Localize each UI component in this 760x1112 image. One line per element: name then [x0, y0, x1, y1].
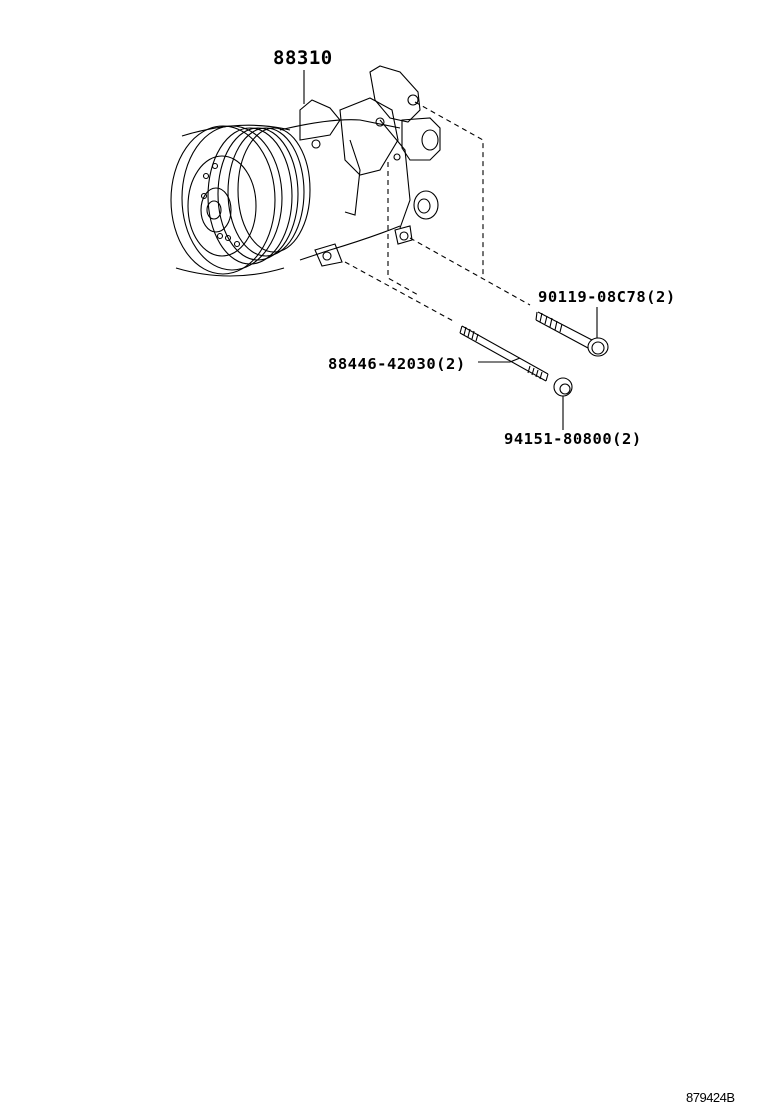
compressor-body-icon: [279, 65, 441, 267]
alignment-lines: [344, 101, 531, 323]
callout-88310[interactable]: 88310: [273, 47, 333, 69]
nut-icon: [553, 377, 573, 430]
diagram-reference-code: 879424B: [686, 1090, 735, 1105]
callout-90119-08C78[interactable]: 90119-08C78(2): [538, 288, 676, 306]
callout-94151-80800[interactable]: 94151-80800(2): [504, 430, 642, 448]
callout-88446-42030[interactable]: 88446-42030(2): [328, 355, 466, 373]
stud-icon: [459, 325, 549, 382]
pulley-icon: [170, 124, 311, 277]
bolt-icon: [535, 307, 609, 357]
